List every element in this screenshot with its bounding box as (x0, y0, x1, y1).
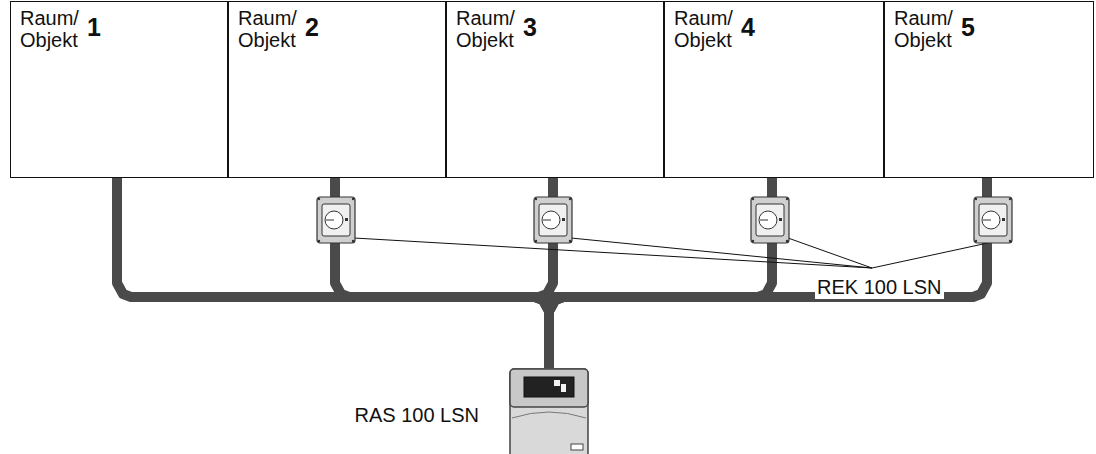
cable-run (549, 178, 772, 368)
room-box: Raum/ Objekt5 (884, 1, 1094, 178)
control-unit: RAS 100 LSN (509, 368, 589, 454)
rek-device (317, 197, 355, 243)
room-heading: Raum/ Objekt (238, 7, 310, 51)
room-box: Raum/ Objekt3 (446, 1, 664, 178)
leader-line (571, 238, 872, 268)
room-heading: Raum/ Objekt (894, 7, 966, 51)
cable-run (117, 178, 549, 368)
callout-number: 3 (523, 13, 537, 42)
cable-run (549, 178, 987, 368)
rek-device (751, 197, 789, 243)
rek-device (974, 197, 1012, 243)
rek-device (534, 197, 572, 243)
leader-line (788, 238, 872, 268)
callout-number: 1 (87, 13, 101, 42)
device-label: REK 100 LSN (815, 276, 944, 299)
cable-run (335, 178, 549, 368)
room-heading: Raum/ Objekt (20, 7, 92, 51)
room-heading: Raum/ Objekt (456, 7, 528, 51)
room-box: Raum/ Objekt1 (10, 1, 228, 178)
callout-number: 2 (305, 13, 319, 42)
room-box: Raum/ Objekt2 (228, 1, 446, 178)
callout-number: 4 (741, 13, 755, 42)
leader-line (354, 238, 872, 268)
device-label: RAS 100 LSN (354, 404, 479, 427)
room-box: Raum/ Objekt4 (664, 1, 884, 178)
ras-device (509, 368, 589, 454)
callout-number: 5 (961, 13, 975, 42)
room-heading: Raum/ Objekt (674, 7, 746, 51)
